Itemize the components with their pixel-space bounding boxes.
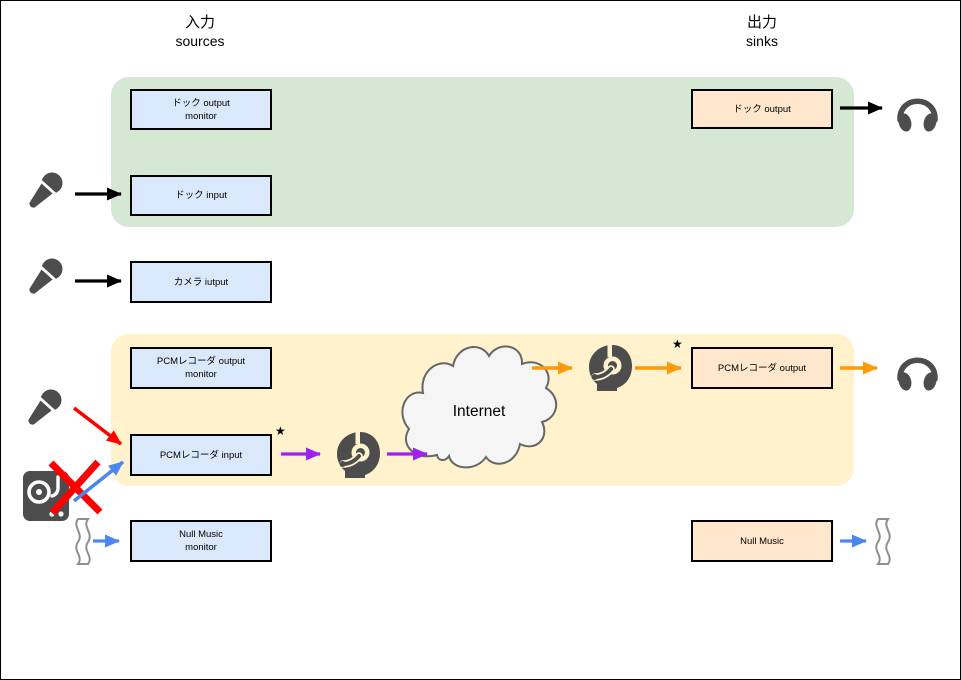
node-camera-iutput: カメラ iutput	[130, 261, 272, 303]
wavy-line-icon	[75, 518, 91, 565]
microphone-icon	[29, 172, 63, 208]
sinks-header: 出力 sinks	[697, 14, 827, 50]
headphones-icon	[897, 357, 938, 391]
sources-header-en: sources	[175, 33, 225, 49]
microphone-icon	[28, 389, 62, 425]
internet-cloud: Internet	[401, 345, 557, 469]
sinks-header-jp: 出力	[746, 14, 777, 31]
arrow-turntable-to-pcm-input	[72, 460, 125, 503]
arrow-mic-to-pcm-input	[72, 406, 123, 446]
wavy-line-icon	[875, 518, 891, 565]
sources-header-jp: 入力	[184, 14, 215, 31]
microphone-icon	[29, 258, 63, 294]
node-null-music-monitor: Null Music monitor	[130, 520, 272, 562]
internet-label: Internet	[453, 403, 506, 420]
sinks-header-en: sinks	[746, 33, 778, 49]
node-dock-output: ドック output	[691, 89, 833, 129]
headset-person-icon	[337, 431, 380, 478]
sources-header: 入力 sources	[135, 14, 265, 50]
headphones-icon	[897, 98, 938, 132]
red-x-icon	[48, 459, 103, 516]
star-icon: ★	[275, 424, 286, 438]
node-pcm-output: PCMレコーダ output	[691, 347, 833, 389]
node-pcm-input: PCMレコーダ input	[130, 434, 272, 476]
node-dock-output-monitor: ドック output monitor	[130, 89, 272, 130]
node-null-music: Null Music	[691, 520, 833, 562]
star-icon: ★	[672, 337, 683, 351]
headset-person-icon	[589, 344, 632, 391]
node-pcm-output-monitor: PCMレコーダ output monitor	[130, 347, 272, 389]
node-dock-input: ドック input	[130, 175, 272, 216]
